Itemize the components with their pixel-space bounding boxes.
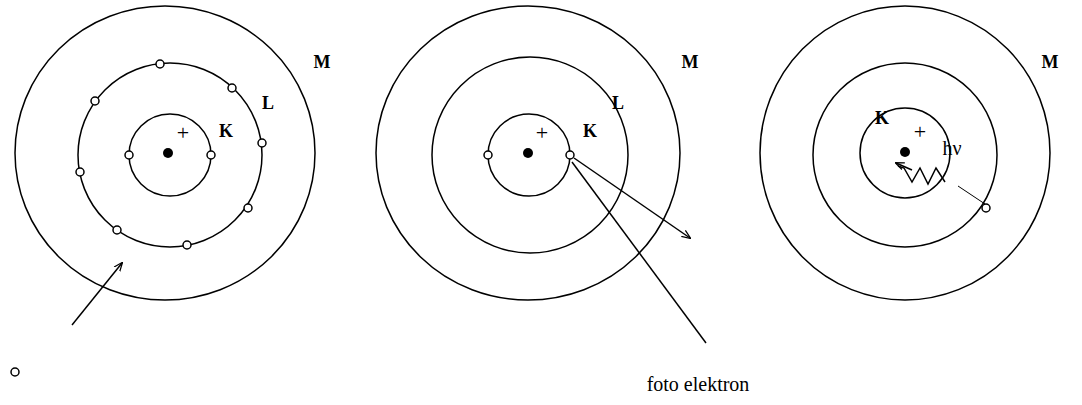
photoelectron-path: [574, 158, 690, 238]
shell-k: [129, 114, 211, 196]
nucleus: [523, 148, 533, 158]
shell-label: +: [914, 121, 926, 143]
electron: [183, 241, 191, 249]
electron: [76, 168, 84, 176]
leader-line: [572, 162, 706, 343]
photon-label: hν: [942, 138, 961, 158]
shell-label: K: [219, 122, 233, 140]
caption-label: foto elektron: [647, 374, 750, 394]
shell-l: [432, 57, 628, 253]
shell-k: [488, 114, 570, 196]
shell-label: M: [314, 53, 331, 71]
electron: [228, 84, 236, 92]
shell-label: K: [875, 109, 889, 127]
electron: [258, 139, 266, 147]
electron: [113, 226, 121, 234]
electron: [244, 204, 252, 212]
shell-m: [760, 6, 1050, 300]
nucleus: [163, 148, 173, 158]
electron: [91, 97, 99, 105]
shell-label: +: [536, 122, 548, 144]
shell-l: [78, 63, 262, 247]
electron: [484, 151, 492, 159]
electron: [207, 151, 215, 159]
shell-label: K: [583, 122, 597, 140]
shell-label: L: [262, 94, 274, 112]
shell-m: [15, 6, 315, 300]
shell-l: [813, 63, 997, 247]
shell-label: +: [177, 122, 189, 144]
shell-label: M: [1042, 53, 1059, 71]
shell-label: L: [612, 94, 624, 112]
incoming-photon: [72, 263, 122, 325]
shell-m: [376, 6, 680, 300]
electron: [156, 60, 164, 68]
electron: [566, 151, 574, 159]
photon-wave: [898, 166, 945, 184]
shell-label: M: [682, 53, 699, 71]
electron: [982, 204, 990, 212]
transition-line: [958, 186, 985, 204]
shell-k: [860, 108, 950, 198]
photon-arrow: [896, 163, 912, 170]
electron: [125, 151, 133, 159]
nucleus: [900, 147, 910, 157]
photon-symbol: [11, 368, 19, 376]
